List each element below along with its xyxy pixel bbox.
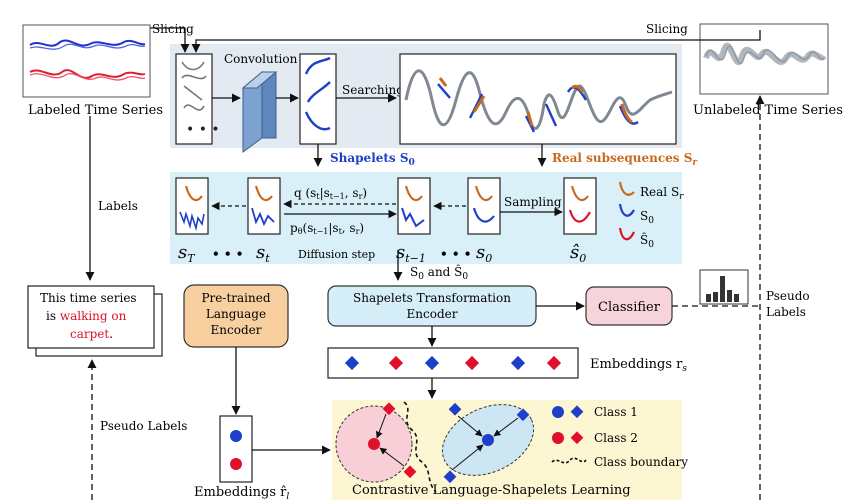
ellipsis-left: • • • — [212, 247, 243, 261]
svg-text:Language: Language — [206, 307, 266, 321]
embeddings-rl-label: Embeddings r̂l — [194, 485, 289, 500]
pseudo-labels-right: Pseudo — [766, 289, 810, 303]
class2-cluster — [335, 402, 417, 483]
state-label-st-1: st−1 — [396, 242, 426, 265]
forward-process-label: q (st|st−1, sr) — [294, 186, 367, 201]
unlabeled-series-thumbnail — [699, 23, 829, 95]
embeddings-rs-strip — [327, 347, 579, 379]
shapelets-box — [299, 53, 337, 145]
language-encoder-box: Pre-trained Language Encoder — [183, 284, 289, 348]
embeddings-rl-box — [219, 415, 253, 483]
svg-text:Class 1: Class 1 — [594, 405, 638, 419]
state-box-st-1 — [397, 177, 431, 235]
state-box-s0hat — [563, 177, 597, 235]
svg-text:Class 2: Class 2 — [594, 431, 638, 445]
state-label-sT: sT — [178, 242, 196, 265]
state-label-s0hat: ŝ0 — [570, 242, 586, 265]
diffusion-legend: Real Sr S0 Ŝ0 — [618, 181, 684, 250]
contrastive-title: Contrastive Language-Shapelets Learning — [352, 483, 631, 498]
svg-text:S0: S0 — [640, 209, 654, 226]
svg-text:Shapelets Transformation: Shapelets Transformation — [353, 291, 511, 305]
pseudo-labels-left: Pseudo Labels — [100, 419, 187, 433]
sampling-label: Sampling — [504, 195, 562, 209]
svg-text:carpet.: carpet. — [70, 327, 113, 341]
transformation-encoder-box: Shapelets Transformation Encoder — [327, 285, 537, 327]
convolution-label: Convolution — [224, 52, 298, 66]
class-boundary — [403, 401, 437, 493]
caption-box: This time series is walking on carpet. — [27, 285, 163, 357]
ellipsis-right: • • • — [440, 247, 471, 261]
svg-text:is walking on: is walking on — [46, 309, 127, 323]
svg-text:• • •: • • • — [186, 122, 220, 138]
labeled-series-label: Labeled Time Series — [28, 103, 163, 118]
sliced-subsequences-box: • • • — [175, 53, 220, 145]
convolution-block — [241, 70, 278, 153]
embeddings-rs-label: Embeddings rs — [590, 357, 687, 374]
diffusion-step-label: Diffusion step — [298, 248, 375, 261]
unlabeled-series-label: Unlabeled Time Series — [693, 103, 843, 118]
labeled-series-thumbnail — [22, 24, 151, 98]
svg-text:Classifier: Classifier — [598, 300, 661, 315]
state-box-sT — [175, 177, 209, 235]
class1-cluster — [441, 402, 535, 484]
state-box-st — [247, 177, 281, 235]
labels-text: Labels — [98, 199, 138, 213]
histogram-icon — [699, 269, 749, 305]
state-box-s0 — [467, 177, 501, 235]
svg-text:Encoder: Encoder — [211, 323, 262, 337]
classifier-box: Classifier — [585, 286, 673, 326]
shapelets-label: Shapelets S0 — [330, 151, 415, 168]
reverse-process-label: pθ(st−1|st, sr) — [290, 221, 364, 236]
s0-and-s0hat-label: S0 and Ŝ0 — [410, 263, 468, 282]
searching-label: Searching — [342, 83, 404, 97]
slicing-right-label: Slicing — [646, 22, 688, 36]
svg-text:Encoder: Encoder — [407, 307, 458, 321]
svg-text:Ŝ0: Ŝ0 — [640, 231, 654, 250]
searching-waveform — [399, 53, 677, 145]
slicing-left-label: Slicing — [152, 22, 194, 36]
svg-text:Class boundary: Class boundary — [594, 455, 688, 469]
state-label-s0: s0 — [476, 242, 492, 265]
svg-text:This time series: This time series — [40, 291, 137, 305]
pseudo-labels-right-2: Labels — [766, 305, 806, 319]
svg-text:Real Sr: Real Sr — [640, 185, 684, 202]
svg-text:Pre-trained: Pre-trained — [201, 291, 270, 305]
real-subsequences-label: Real subsequences Sr — [552, 151, 698, 168]
state-label-st: st — [256, 242, 270, 265]
